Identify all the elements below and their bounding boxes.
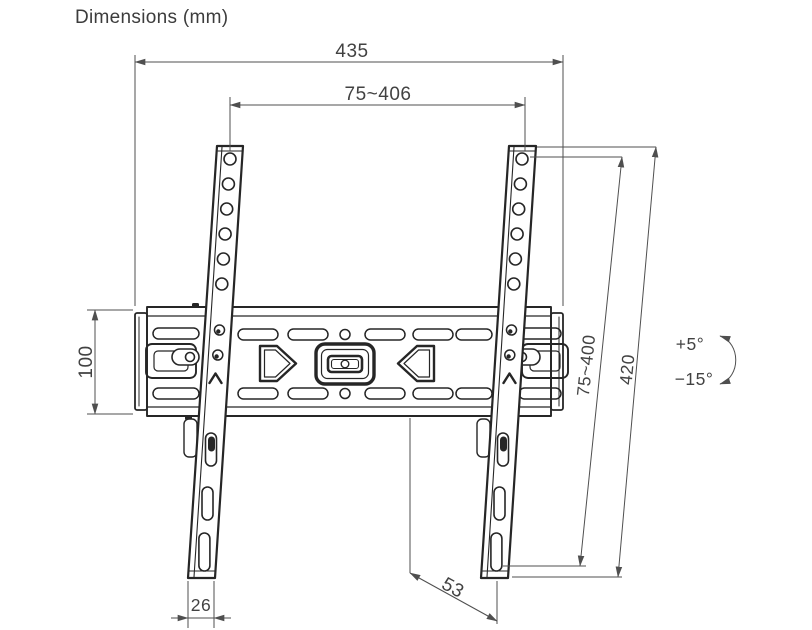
right-arm-slots	[490, 432, 510, 572]
screw-head-dot	[506, 354, 511, 359]
vesa-hole	[506, 277, 521, 291]
arrow-cutout-outer	[258, 344, 298, 383]
wall-plate-bottom-slot-row	[152, 387, 562, 400]
wall-plate	[134, 303, 569, 420]
mounting-hole	[339, 387, 351, 400]
left-arrow-cutout	[258, 344, 298, 383]
left-latch-pivot	[184, 351, 196, 363]
mounting-slot	[237, 387, 279, 400]
vesa-hole	[508, 252, 523, 266]
vesa-hole	[513, 177, 528, 191]
dim-label-bracket-length: 420	[616, 353, 639, 385]
right-arm-body	[479, 144, 538, 580]
dim-label-vesa-height-range: 75~400	[573, 334, 599, 398]
adjust-slot	[490, 532, 503, 572]
vesa-hole	[219, 202, 234, 216]
right-arm-edge-fold	[486, 146, 515, 578]
right-arrow-cutout	[396, 344, 436, 383]
dim-label-depth-profile: 53	[438, 574, 468, 603]
screw-head-dot	[214, 354, 219, 359]
level-mid-frame	[320, 348, 370, 380]
left-arm-body	[186, 144, 245, 580]
screw-head	[213, 324, 226, 336]
vesa-hole	[221, 177, 236, 191]
tilt-up-label: +5°	[676, 334, 704, 354]
adjust-slot	[201, 486, 214, 521]
vesa-hole	[223, 152, 237, 166]
mounting-slot	[455, 387, 493, 400]
adjust-slot	[496, 432, 510, 467]
wall-plate-left-end-cap	[134, 312, 148, 411]
dim-label-bracket-foot-width: 26	[191, 595, 211, 615]
slot-screw	[208, 436, 215, 452]
mounting-slot	[152, 387, 200, 400]
mounting-slot	[455, 328, 493, 341]
dim-overall-width: 435	[134, 41, 564, 306]
dim-bracket-foot-width: 26	[171, 581, 231, 628]
right-arm-hook-tab	[476, 418, 491, 458]
dimension-line	[615, 146, 659, 578]
mounting-slot	[237, 328, 279, 341]
slot-screw	[500, 436, 507, 452]
level-outer-frame	[314, 342, 376, 386]
page-title: Dimensions (mm)	[75, 7, 228, 28]
rivet	[192, 303, 199, 308]
dim-plate-height: 100	[76, 309, 133, 415]
screw-head	[504, 349, 516, 361]
tilt-arc-arrow	[719, 335, 737, 385]
right-bracket-arm	[476, 144, 541, 580]
dimension-line	[577, 156, 625, 567]
dim-label-vesa-width-range: 75~406	[345, 84, 412, 105]
wall-plate-right-end-cap	[550, 312, 564, 411]
dimension-line	[409, 572, 498, 622]
screw-head	[212, 349, 224, 361]
adjust-slot	[493, 486, 506, 521]
arrow-cutout-outer	[396, 344, 436, 383]
adjust-slot	[204, 432, 218, 467]
screw-head-dot	[216, 329, 221, 334]
bubble-level-window	[314, 342, 376, 386]
mounting-slot	[518, 387, 562, 400]
vesa-hole	[511, 202, 526, 216]
left-arm-slots	[198, 432, 218, 572]
vesa-hole	[510, 227, 524, 241]
mounting-slot	[287, 328, 329, 341]
mounting-slot	[152, 327, 200, 340]
arrow-cutout-inner	[263, 349, 291, 378]
alignment-chevron	[502, 372, 517, 385]
mounting-slot	[364, 328, 406, 341]
screw-head-dot	[508, 329, 513, 334]
tilt-down-label: −15°	[675, 369, 714, 389]
mounting-slot	[287, 387, 329, 400]
vesa-hole	[218, 227, 232, 241]
left-bracket-arm	[171, 144, 245, 580]
vesa-hole	[216, 252, 231, 266]
right-arm-holes	[506, 152, 529, 291]
vesa-hole	[215, 277, 229, 291]
mounting-slot	[518, 327, 562, 340]
arrow-cutout-inner	[403, 349, 431, 378]
dim-label-plate-height: 100	[76, 345, 97, 378]
dim-label-overall-width: 435	[335, 41, 368, 62]
level-window-frame	[326, 354, 364, 374]
tilt-angle-indicator: +5° −15°	[675, 334, 737, 389]
vesa-hole	[515, 152, 529, 166]
alignment-chevron	[208, 372, 223, 385]
level-window-inner	[330, 358, 360, 370]
dim-bracket-length: 420	[512, 146, 659, 578]
dim-vesa-width-range: 75~406	[229, 84, 526, 151]
mounting-hole	[339, 328, 351, 341]
left-arm-edge-fold	[193, 146, 223, 578]
screw-head	[505, 324, 518, 336]
adjust-slot	[198, 532, 211, 572]
mounting-slot	[364, 387, 406, 400]
left-arm-hook-tab	[183, 418, 198, 458]
left-arm-holes	[215, 152, 237, 291]
mounting-slot	[412, 328, 454, 341]
level-bubble	[340, 359, 350, 369]
mounting-slot	[412, 387, 454, 400]
